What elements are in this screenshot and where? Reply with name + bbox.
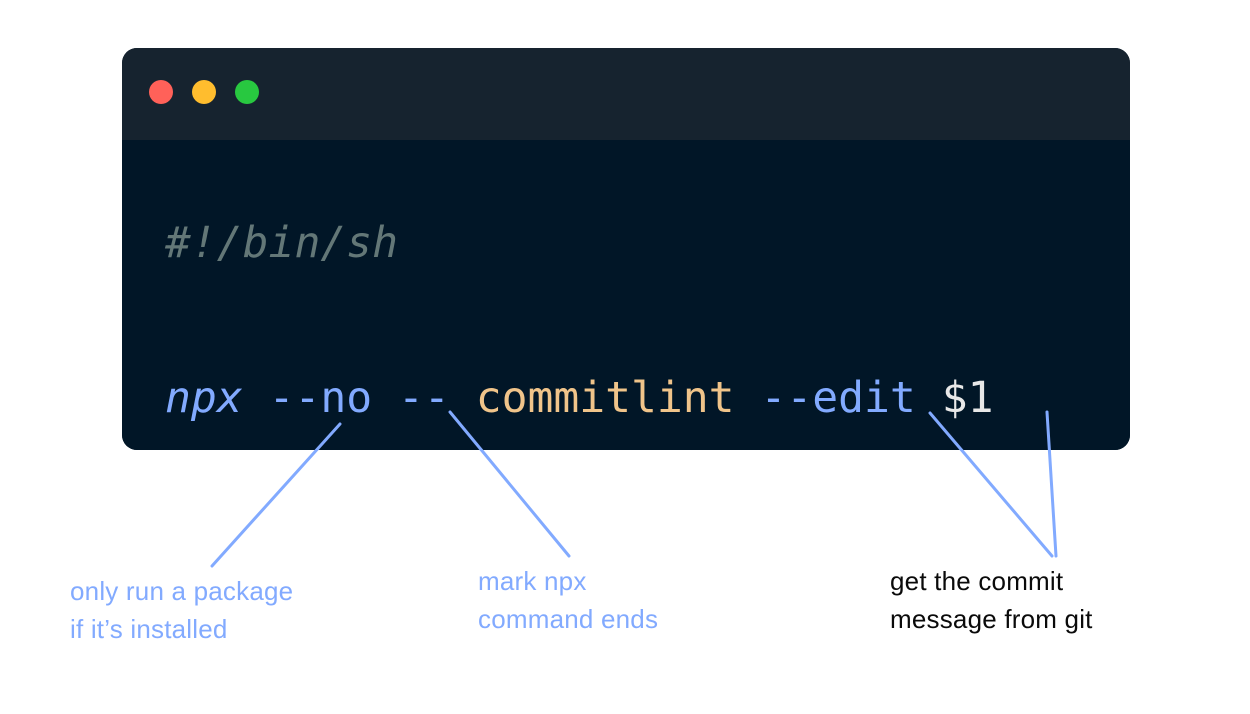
code-token-plain	[243, 373, 269, 423]
code-token-flag: --edit	[760, 373, 916, 423]
code-token-plain	[372, 373, 398, 423]
code-token-cmd: commitlint	[475, 373, 735, 423]
code-token-plain	[916, 373, 942, 423]
code-token-flag: --no	[268, 373, 373, 423]
maximize-button[interactable]	[235, 80, 259, 104]
code-area[interactable]: #!/bin/sh npx --no -- commitlint --edit …	[122, 140, 1130, 450]
code-line-shebang: #!/bin/sh	[165, 218, 398, 268]
close-button[interactable]	[149, 80, 173, 104]
minimize-button[interactable]	[192, 80, 216, 104]
code-token-flag: --	[398, 373, 450, 423]
code-token-plain	[450, 373, 476, 423]
code-line-command: npx --no -- commitlint --edit $1	[165, 373, 993, 423]
terminal-window: #!/bin/sh npx --no -- commitlint --edit …	[122, 48, 1130, 450]
code-token-npx: npx	[165, 373, 243, 423]
annotation-mark-npx-command-ends: mark npx command ends	[478, 566, 659, 634]
terminal-titlebar	[122, 48, 1130, 140]
annotation-only-run-a-package: only run a package if it’s installed	[70, 576, 294, 644]
code-token-arg: $1	[941, 373, 994, 423]
code-token-plain	[735, 373, 761, 423]
annotation-get-the-commit-message: get the commit message from git	[890, 566, 1093, 634]
